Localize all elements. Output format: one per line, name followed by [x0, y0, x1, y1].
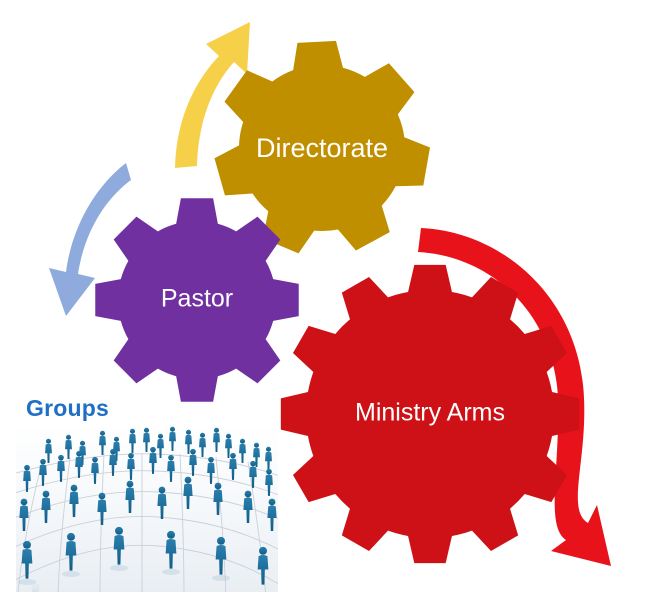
gear-label-pastor: Pastor: [161, 285, 233, 313]
gear-ministry-arms[interactable]: Ministry Arms: [280, 264, 580, 564]
groups-label: Groups: [26, 395, 109, 421]
network-people-illustration: [16, 424, 278, 592]
gear-directorate[interactable]: Directorate: [214, 40, 430, 254]
yellow-arrow: [175, 22, 250, 168]
blue-arrow: [49, 163, 131, 316]
gear-pastor[interactable]: Pastor: [95, 198, 299, 402]
groups-photo: [16, 424, 278, 592]
gear-label-directorate: Directorate: [256, 133, 388, 163]
gear-label-ministry-arms: Ministry Arms: [355, 399, 505, 427]
